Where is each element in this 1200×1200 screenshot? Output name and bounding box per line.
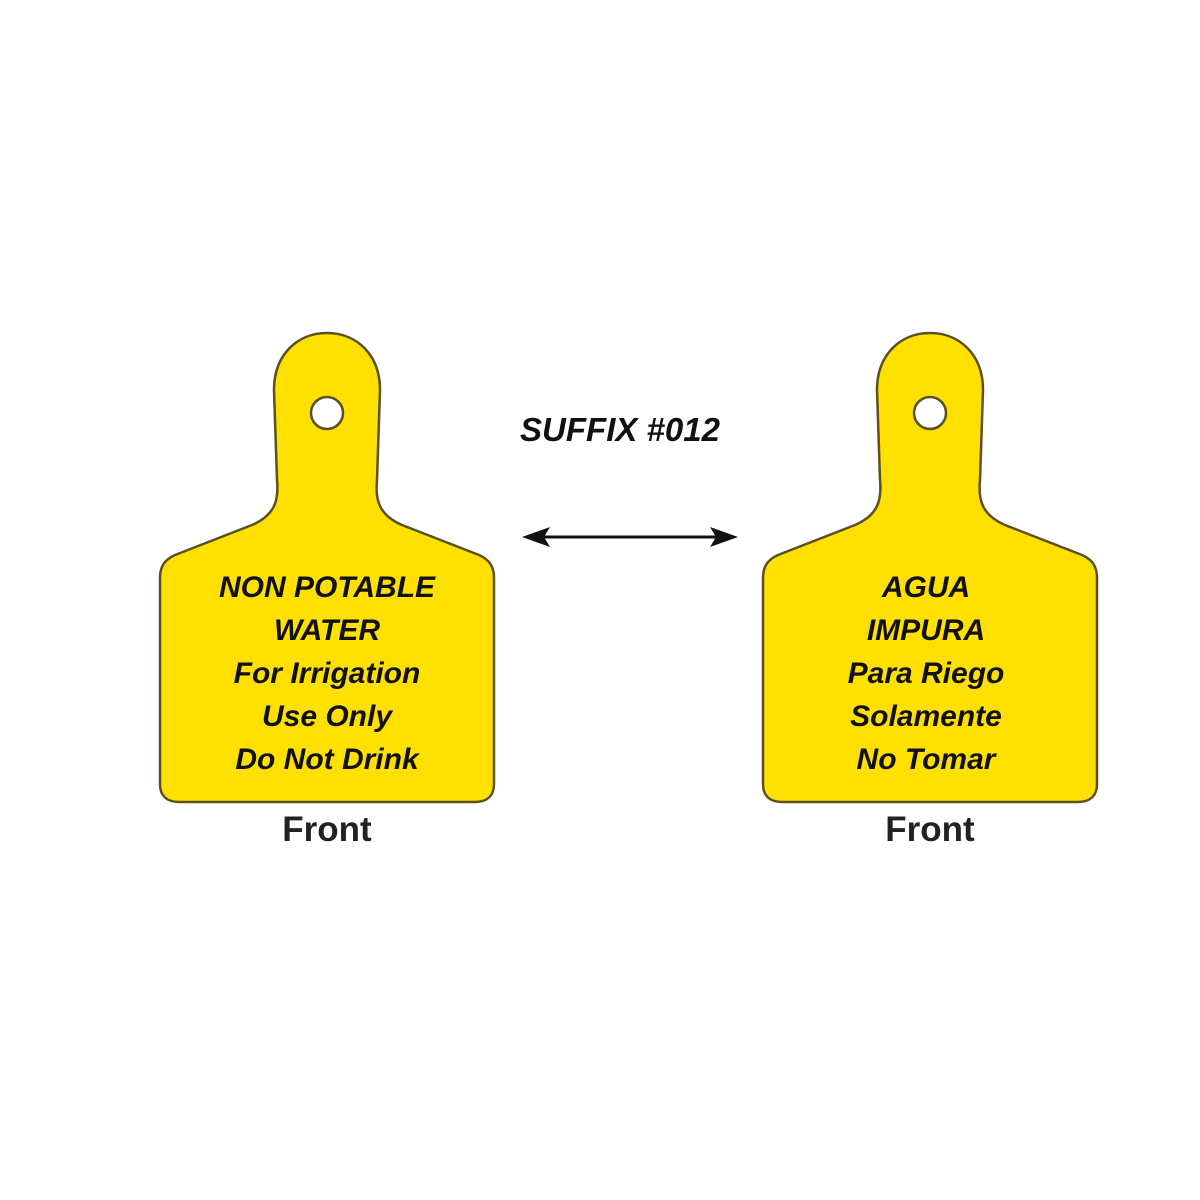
double-headed-arrow-icon [522, 527, 738, 547]
tag-left-line: Use Only [261, 700, 393, 733]
tag-left-line: WATER [273, 614, 381, 647]
tag-right-caption: Front [885, 810, 975, 849]
tag-left-shape [158, 331, 496, 804]
tag-right-line: IMPURA [866, 614, 986, 647]
tag-left-line: Do Not Drink [235, 743, 419, 776]
tag-left-line: NON POTABLE [218, 571, 436, 604]
tag-right-line: Para Riego [847, 657, 1005, 690]
tag-left-caption: Front [282, 810, 372, 849]
tag-right-shape [761, 331, 1099, 804]
suffix-label: SUFFIX #012 [520, 411, 720, 448]
tag-right-hole-icon [912, 395, 948, 431]
tag-left-line: For Irrigation [233, 657, 421, 690]
tag-left-hole-icon [309, 395, 345, 431]
tag-right-line: No Tomar [856, 743, 996, 776]
tag-right-line: Solamente [850, 700, 1002, 733]
tag-right-text: AGUA IMPURA Para Riego Solamente No Toma… [756, 566, 1096, 781]
tag-left-text: NON POTABLE WATER For Irrigation Use Onl… [157, 566, 497, 781]
tag-right-line: AGUA [881, 571, 971, 604]
